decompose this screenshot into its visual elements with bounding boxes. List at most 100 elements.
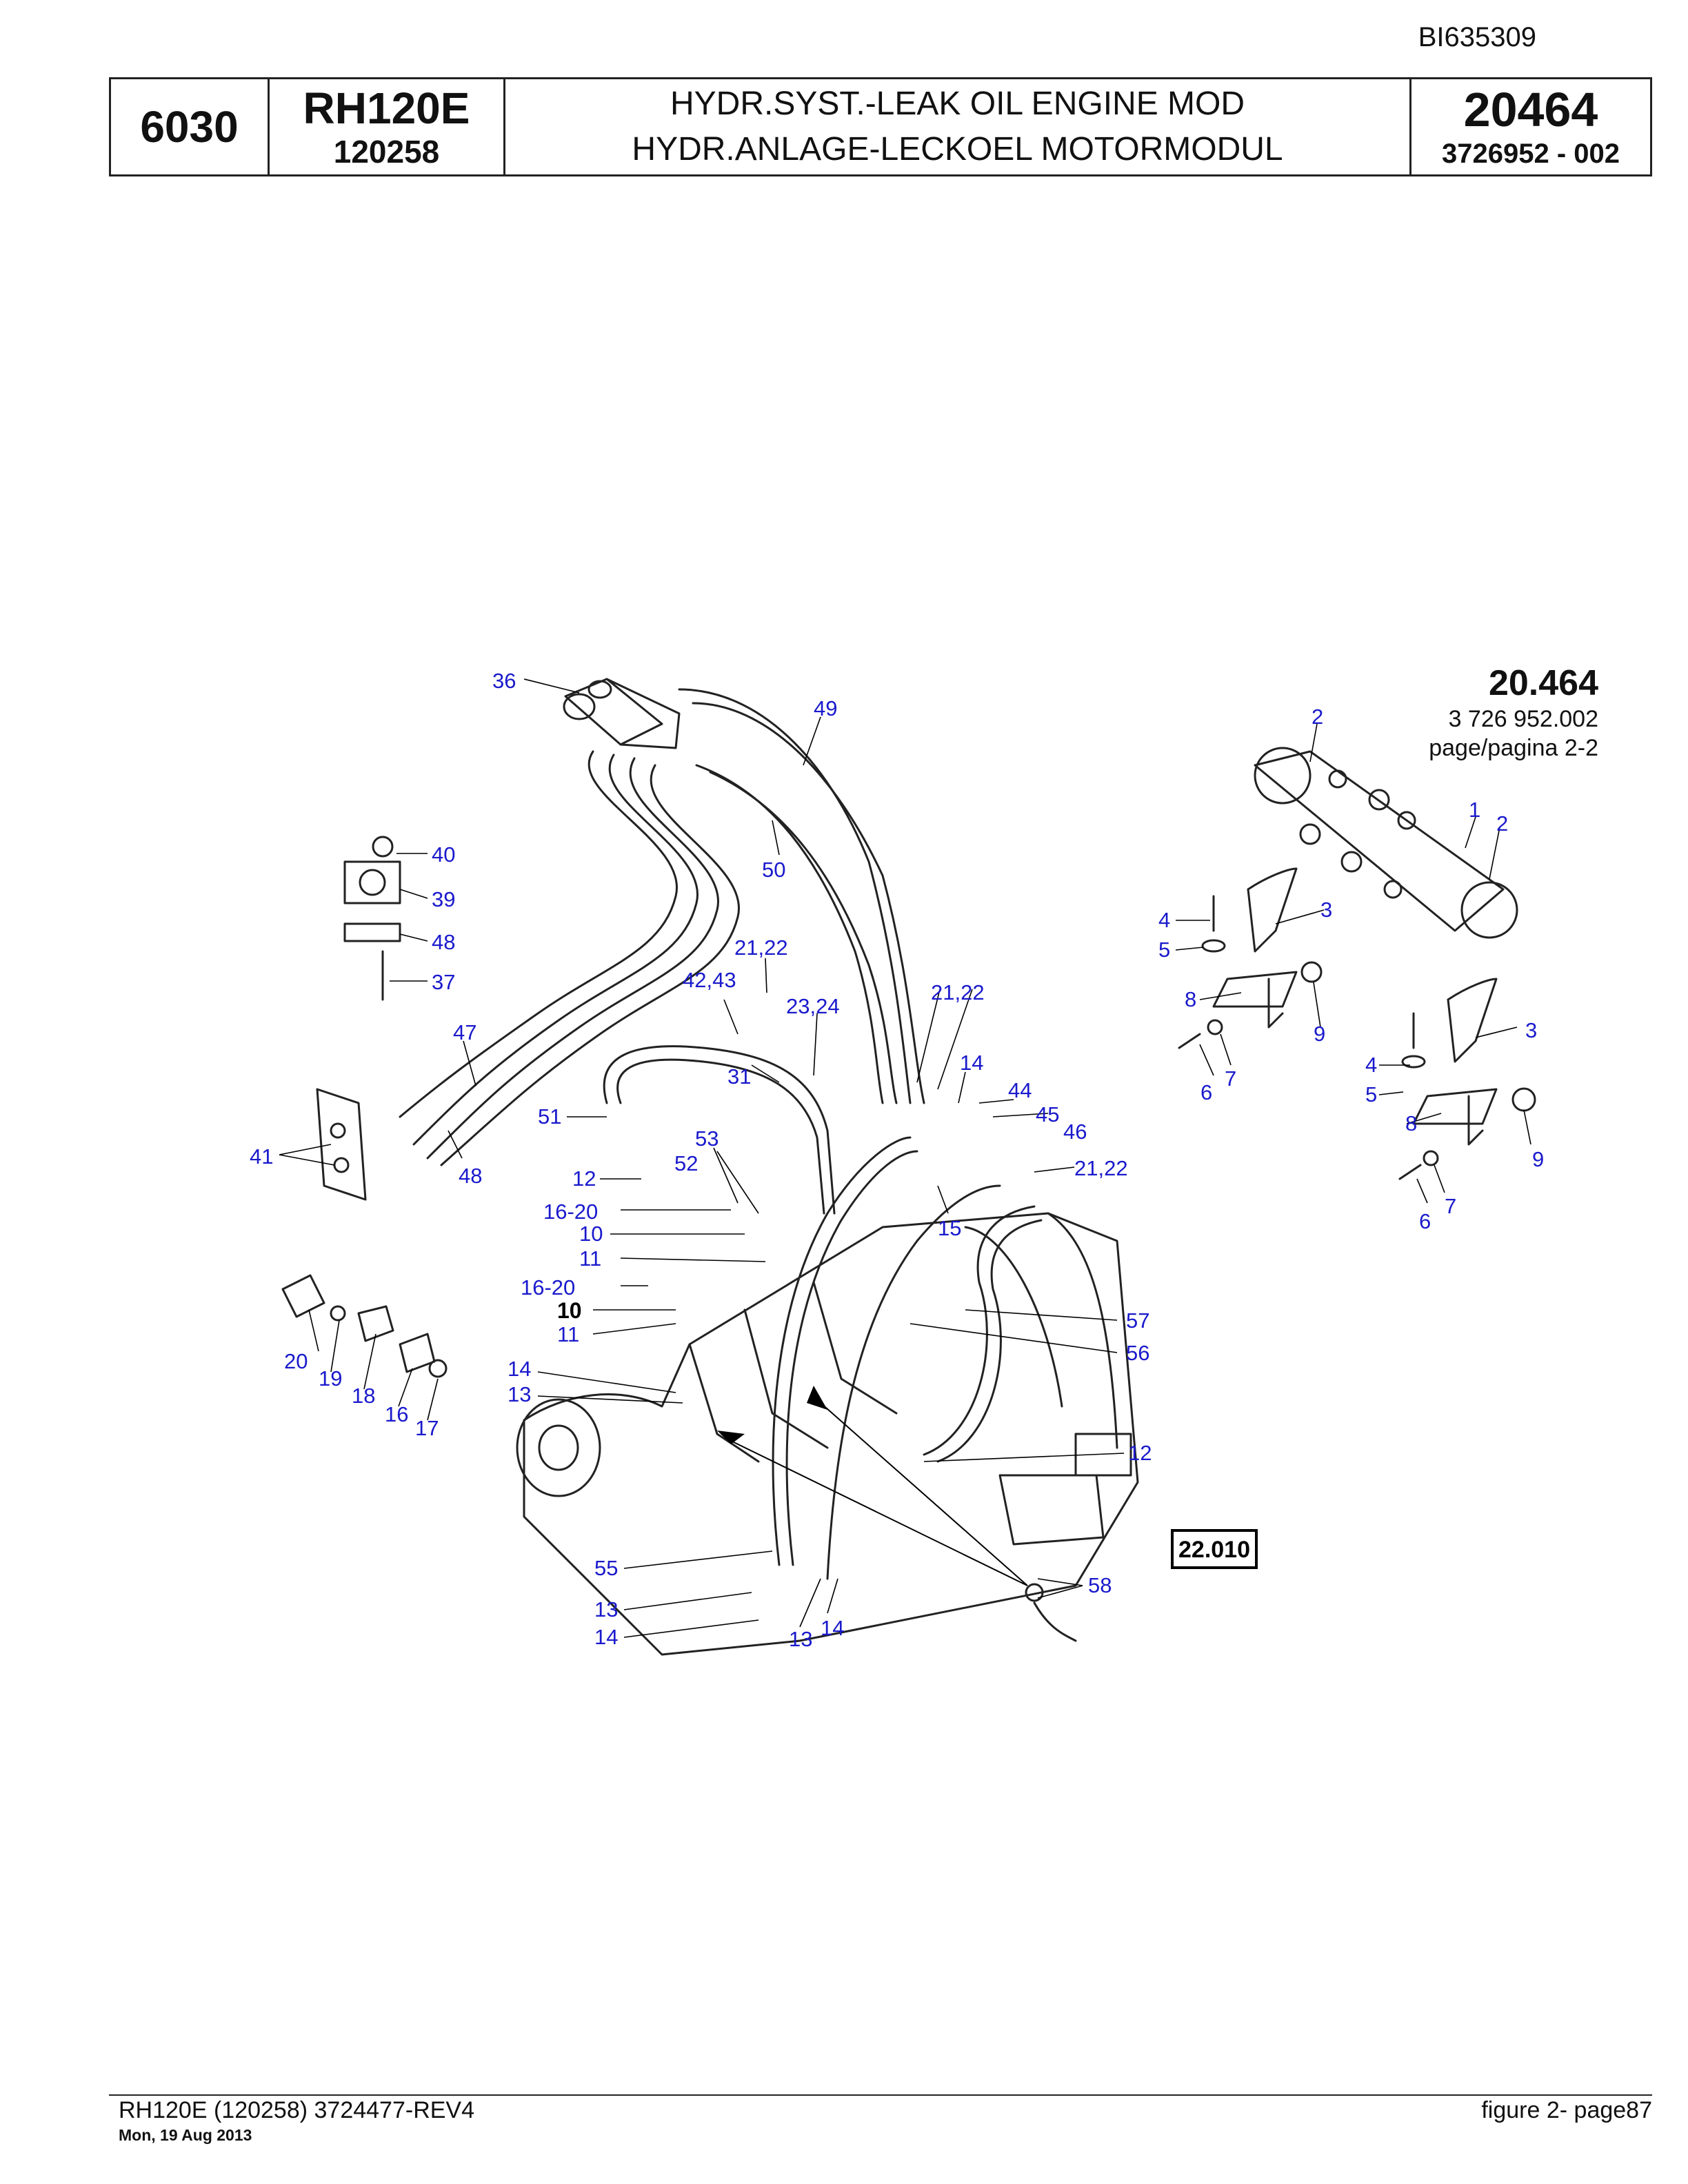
callout-14c: 14 — [594, 1625, 618, 1649]
callout-41: 41 — [250, 1144, 273, 1169]
callout-53: 53 — [695, 1126, 719, 1151]
crossref-box — [1171, 1529, 1258, 1569]
callout-12b: 12 — [1128, 1441, 1152, 1465]
callout-10: 10 — [579, 1222, 603, 1246]
title-block: 6030 RH120E 120258 HYDR.SYST.-LEAK OIL E… — [109, 77, 1652, 176]
callout-6: 6 — [1200, 1080, 1212, 1104]
callout-8: 8 — [1185, 987, 1196, 1011]
drawing-cell: 20464 3726952 - 002 — [1411, 79, 1650, 174]
reference-code: 20.464 — [1488, 663, 1598, 703]
callout-8b: 8 — [1405, 1111, 1417, 1135]
callout-1: 1 — [1469, 798, 1480, 822]
fittings-16-20-drawing — [281, 1274, 448, 1378]
callout-39: 39 — [432, 887, 455, 911]
callout-11: 11 — [579, 1246, 601, 1271]
callout-5: 5 — [1158, 938, 1170, 962]
callout-14: 14 — [960, 1051, 983, 1075]
callout-labels: 36 49 50 2 1 2 3 4 5 8 9 6 7 3 4 5 8 9 6… — [250, 669, 1544, 1651]
engine-block-drawing — [516, 1212, 1139, 1656]
callout-4b: 4 — [1365, 1053, 1377, 1077]
sensor-58-drawing — [1025, 1583, 1077, 1642]
callout-31: 31 — [727, 1064, 751, 1089]
callout-56: 56 — [1126, 1341, 1149, 1365]
title-english: HYDR.SYST.-LEAK OIL ENGINE MOD — [670, 85, 1245, 122]
fasteners-drawing — [1178, 895, 1536, 1180]
callout-51: 51 — [538, 1104, 561, 1129]
callout-7b: 7 — [1445, 1194, 1456, 1218]
hose-55-56-drawing — [772, 1136, 1001, 1580]
footer-rule — [109, 2094, 1652, 2096]
bracket-3-lower-drawing — [1412, 978, 1498, 1146]
model-name: RH120E — [303, 83, 470, 133]
callout-3b: 3 — [1525, 1018, 1537, 1042]
callout-52: 52 — [674, 1151, 698, 1175]
callout-2: 2 — [1312, 705, 1323, 729]
callout-9b: 9 — [1532, 1147, 1544, 1171]
callout-57: 57 — [1126, 1308, 1149, 1333]
document-id: BI635309 — [1418, 22, 1536, 52]
drawing-number: 20464 — [1463, 83, 1598, 136]
callout-16: 16 — [385, 1402, 408, 1426]
callout-48: 48 — [432, 930, 455, 954]
callout-13c: 13 — [789, 1627, 812, 1651]
title-german: HYDR.ANLAGE-LECKOEL MOTORMODUL — [632, 131, 1283, 168]
callout-2b: 2 — [1496, 811, 1508, 836]
reference-note: 20.464 3 726 952.002 page/pagina 2-2 — [1398, 662, 1598, 762]
callout-13: 13 — [508, 1382, 531, 1406]
callout-11b: 11 — [557, 1322, 579, 1346]
hose-51-drawing — [603, 1045, 836, 1215]
callout-7: 7 — [1225, 1066, 1236, 1091]
right-manifold-drawing — [1254, 747, 1518, 939]
hose-57-drawing — [923, 1205, 1043, 1463]
callout-17: 17 — [415, 1416, 439, 1440]
leak-oil-manifold-drawing — [563, 678, 681, 749]
callout-47: 47 — [453, 1020, 476, 1044]
callout-36: 36 — [492, 669, 516, 693]
part-number: 3726952 - 002 — [1441, 139, 1620, 169]
callout-10b: 10 — [557, 1298, 582, 1323]
footer-document: RH120E (120258) 3724477-REV4 — [119, 2097, 475, 2123]
callout-21-22-a: 21,22 — [734, 936, 788, 960]
callout-49: 49 — [814, 696, 837, 720]
callout-13b: 13 — [594, 1597, 618, 1621]
footer-page: figure 2- page87 — [1481, 2097, 1652, 2123]
callout-19: 19 — [319, 1366, 342, 1391]
title-cell: HYDR.SYST.-LEAK OIL ENGINE MOD HYDR.ANLA… — [505, 79, 1411, 174]
callout-46: 46 — [1063, 1120, 1087, 1144]
hose-50-drawing — [695, 764, 898, 1104]
reference-page: page/pagina 2-2 — [1429, 735, 1598, 761]
callout-4: 4 — [1158, 908, 1170, 932]
bulkhead-plate-drawing — [316, 1088, 367, 1201]
group-number: 6030 — [111, 79, 270, 174]
callout-21-22-c: 21,22 — [1074, 1156, 1128, 1180]
callout-40: 40 — [432, 842, 455, 867]
callout-14d: 14 — [821, 1616, 844, 1640]
serial-number: 120258 — [333, 134, 440, 170]
pipe-clamp-drawing — [343, 836, 401, 1001]
crossref-label: 22.010 — [1178, 1537, 1250, 1563]
callout-50: 50 — [762, 858, 785, 882]
callout-48b: 48 — [459, 1164, 482, 1188]
callout-58: 58 — [1088, 1573, 1112, 1597]
callout-55: 55 — [594, 1556, 618, 1580]
callout-12: 12 — [572, 1166, 596, 1191]
callout-16-20: 16-20 — [543, 1200, 598, 1224]
callout-9: 9 — [1314, 1022, 1325, 1046]
footer-date: Mon, 19 Aug 2013 — [119, 2126, 252, 2144]
hose-49-drawing — [678, 688, 925, 1104]
bracket-3-upper-drawing — [1212, 867, 1298, 1029]
reference-part: 3 726 952.002 — [1448, 706, 1598, 732]
callout-3: 3 — [1320, 898, 1332, 922]
callout-14b: 14 — [508, 1357, 531, 1381]
callout-42-43: 42,43 — [683, 968, 736, 992]
callout-16-20b: 16-20 — [521, 1275, 575, 1300]
callout-20: 20 — [284, 1349, 308, 1373]
model-cell: RH120E 120258 — [270, 79, 505, 174]
callout-21-22-b: 21,22 — [931, 980, 985, 1004]
callout-6b: 6 — [1419, 1209, 1431, 1233]
callout-45: 45 — [1036, 1102, 1059, 1126]
callout-15: 15 — [938, 1216, 961, 1240]
callout-5b: 5 — [1365, 1082, 1377, 1106]
hose-47-48-drawing — [399, 750, 741, 1166]
